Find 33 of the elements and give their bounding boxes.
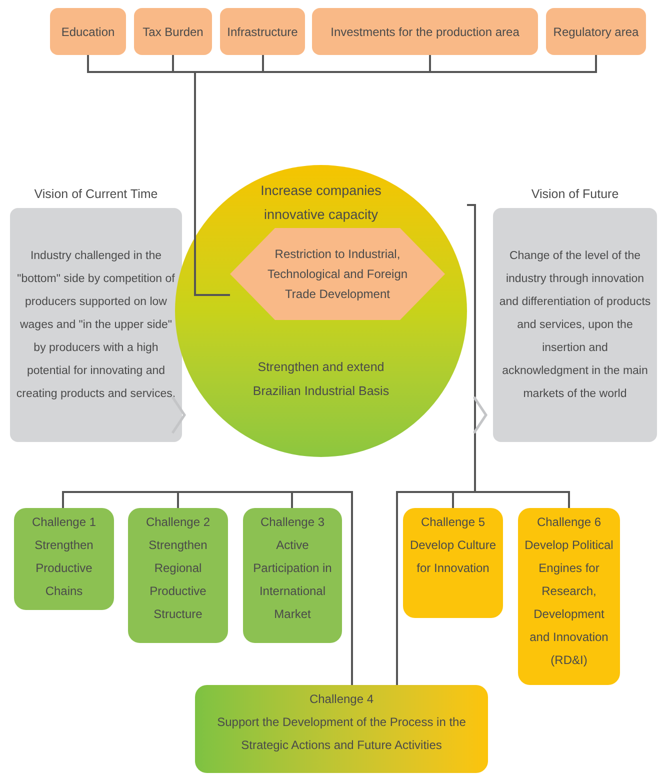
challenge-title: Challenge 5 — [420, 514, 486, 531]
challenge-description: Strengthen Productive Chains — [34, 537, 94, 600]
challenge-title: Challenge 3 — [260, 514, 325, 531]
chevron-arrow — [171, 396, 186, 434]
challenge-box — [243, 508, 342, 643]
challenge-title: Challenge 6 — [536, 514, 602, 531]
factor-box: Infrastructure — [220, 8, 305, 55]
challenge-title: Challenge 1 — [32, 514, 96, 531]
factor-box: Tax Burden — [134, 8, 212, 55]
challenge-box — [128, 508, 228, 643]
challenge-description: Develop Culture for Innovation — [408, 537, 498, 577]
challenge-box — [195, 685, 488, 773]
vision-panel: Industry challenged in the "bottom" side by competition of producers supported on low wages and "in the upper side" by producers with a high potential for innovating and creating products and services. — [10, 208, 182, 442]
challenge-description: Support the Development of the Process in the Strategic Actions and Future Activities — [216, 714, 467, 754]
challenge-box — [518, 508, 620, 685]
factor-box: Regulatory area — [546, 8, 646, 55]
factor-box: Education — [50, 8, 126, 55]
challenge-description: Develop Political Engines for Research, Development and Innovation (RD&I) — [524, 537, 614, 669]
hexagon-text: Restriction to Industrial, Technological and Foreign Trade Development — [266, 246, 409, 303]
challenge-description: Active Participation in International Market — [252, 537, 333, 623]
factor-box: Investments for the production area — [312, 8, 538, 55]
challenge-box — [403, 508, 503, 618]
chevron-arrow — [472, 396, 488, 434]
vision-heading: Vision of Current Time — [34, 186, 158, 203]
vision-panel: Change of the level of the industry through innovation and differentiation of products and services, upon the insertion and acknowledgment in the main markets of the world — [493, 208, 657, 442]
challenge-title: Challenge 2 — [146, 514, 210, 531]
challenge-title: Challenge 4 — [309, 691, 374, 708]
challenge-description: Strengthen Regional Productive Structure — [148, 537, 208, 623]
circle-caption: Strengthen and extend Brazilian Industrial Basis — [252, 360, 390, 398]
vision-heading: Vision of Future — [531, 186, 619, 203]
circle-heading: Increase companies innovative capacity — [260, 183, 382, 222]
connector-line — [396, 204, 476, 685]
challenge-box — [14, 508, 114, 610]
